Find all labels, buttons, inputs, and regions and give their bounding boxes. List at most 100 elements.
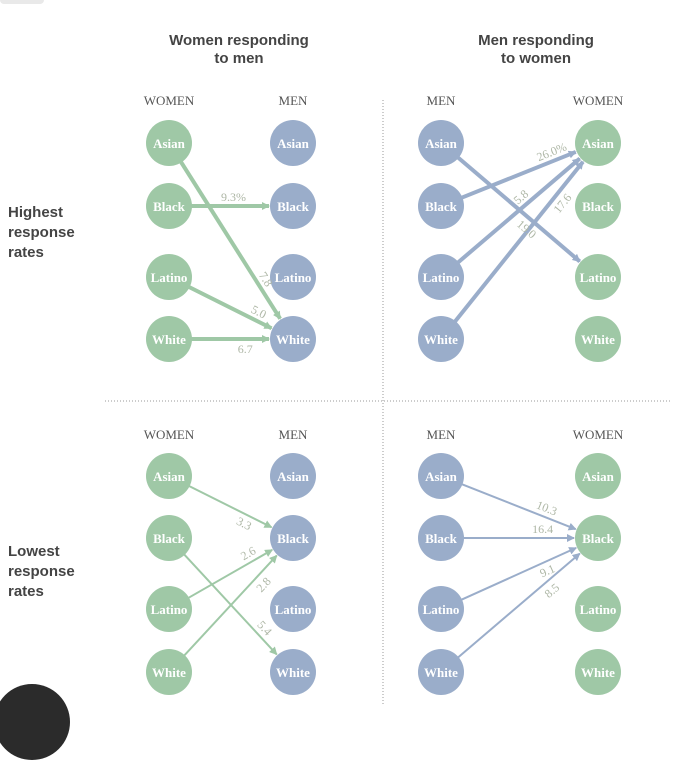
receiver-node-asian (575, 120, 621, 166)
receiver-node-black (270, 515, 316, 561)
receiver-node-latino (575, 254, 621, 300)
sender-node-white (418, 649, 464, 695)
receiver-node-label-asian: Asian (582, 469, 615, 484)
receiver-node-label-white: White (581, 665, 615, 680)
receiver-node-white (575, 649, 621, 695)
arrow-label-latino-to-black: 9.1 (538, 561, 557, 580)
column-title-men-to-women: Men responding to women (436, 32, 636, 68)
sender-node-latino (418, 254, 464, 300)
sender-node-black (418, 183, 464, 229)
receiver-node-label-latino: Latino (275, 270, 312, 285)
row-label-highest-line2: response (8, 224, 75, 241)
receiver-node-label-black: Black (277, 199, 310, 214)
sender-node-label-latino: Latino (151, 270, 188, 285)
sender-node-latino (146, 254, 192, 300)
receiver-node-latino (270, 586, 316, 632)
row-label-lowest-line3: rates (8, 583, 44, 600)
receiver-node-label-asian: Asian (277, 469, 310, 484)
sender-node-label-latino: Latino (423, 270, 460, 285)
sender-node-label-latino: Latino (151, 602, 188, 617)
receiver-node-label-latino: Latino (275, 602, 312, 617)
arrow-label-asian-to-white: 7.8 (256, 269, 276, 289)
right-column-header: MEN (279, 427, 309, 442)
arrow-label-latino-to-white: 5.0 (249, 302, 269, 321)
sender-node-label-white: White (152, 332, 186, 347)
left-column-header: MEN (427, 427, 457, 442)
row-label-lowest-line2: response (8, 563, 75, 580)
column-title-women-to-men-line1: Women responding (169, 32, 309, 49)
left-column-header: WOMEN (144, 93, 195, 108)
sender-node-white (418, 316, 464, 362)
column-title-women-to-men: Women responding to men (139, 32, 339, 68)
sender-node-label-black: Black (425, 531, 458, 546)
row-label-lowest: Lowest response rates (8, 542, 75, 602)
receiver-node-latino (270, 254, 316, 300)
arrow-black-to-white (182, 552, 278, 656)
sender-node-label-black: Black (153, 531, 186, 546)
left-column-header: WOMEN (144, 427, 195, 442)
receiver-node-label-white: White (276, 332, 310, 347)
arrow-label-white-to-white: 6.7 (238, 342, 253, 356)
arrow-asian-to-white (178, 159, 282, 320)
sender-node-label-black: Black (425, 199, 458, 214)
receiver-node-white (270, 316, 316, 362)
arrow-asian-to-latino (455, 155, 582, 263)
receiver-node-black (270, 183, 316, 229)
left-column-header: MEN (427, 93, 457, 108)
receiver-node-asian (270, 120, 316, 166)
arrow-white-to-asian (452, 160, 585, 324)
sender-node-black (146, 183, 192, 229)
sender-node-white (146, 649, 192, 695)
right-column-header: MEN (279, 93, 309, 108)
sender-node-label-white: White (424, 332, 458, 347)
receiver-node-white (575, 316, 621, 362)
receiver-node-label-black: Black (582, 199, 615, 214)
receiver-node-asian (270, 453, 316, 499)
right-column-header: WOMEN (573, 427, 624, 442)
sender-node-label-latino: Latino (423, 602, 460, 617)
column-title-women-to-men-line2: to men (214, 50, 264, 67)
arrow-label-black-to-black: 16.4 (532, 522, 553, 536)
corner-avatar-icon (0, 684, 70, 760)
receiver-node-label-white: White (581, 332, 615, 347)
sender-node-latino (418, 586, 464, 632)
row-label-highest: Highest response rates (8, 203, 75, 263)
sender-node-label-asian: Asian (425, 136, 458, 151)
arrow-latino-to-black (459, 546, 578, 602)
sender-node-label-asian: Asian (425, 469, 458, 484)
sender-node-label-black: Black (153, 199, 186, 214)
sender-node-asian (146, 453, 192, 499)
receiver-node-black (575, 183, 621, 229)
row-label-highest-line3: rates (8, 244, 44, 261)
arrow-label-white-to-asian: 17.6 (550, 191, 574, 216)
sender-node-asian (418, 453, 464, 499)
receiver-node-latino (575, 586, 621, 632)
receiver-node-label-black: Black (582, 531, 615, 546)
receiver-node-black (575, 515, 621, 561)
receiver-node-label-asian: Asian (582, 136, 615, 151)
sender-node-asian (418, 120, 464, 166)
receiver-node-label-asian: Asian (277, 136, 310, 151)
row-label-lowest-line1: Lowest (8, 543, 60, 560)
receiver-node-label-latino: Latino (580, 270, 617, 285)
top-corner-shape (0, 0, 44, 4)
arrow-asian-to-black (460, 482, 577, 531)
arrow-label-black-to-white: 5.4 (254, 618, 274, 639)
sender-node-latino (146, 586, 192, 632)
sender-node-asian (146, 120, 192, 166)
sender-node-black (418, 515, 464, 561)
sender-node-black (146, 515, 192, 561)
arrow-label-latino-to-black: 2.6 (238, 544, 258, 564)
arrow-asian-to-black (187, 484, 273, 529)
sender-node-label-asian: Asian (153, 469, 186, 484)
arrow-white-to-black (456, 552, 581, 660)
column-title-men-to-women-line1: Men responding (478, 32, 594, 49)
right-column-header: WOMEN (573, 93, 624, 108)
sender-node-label-asian: Asian (153, 136, 186, 151)
receiver-node-label-white: White (276, 665, 310, 680)
